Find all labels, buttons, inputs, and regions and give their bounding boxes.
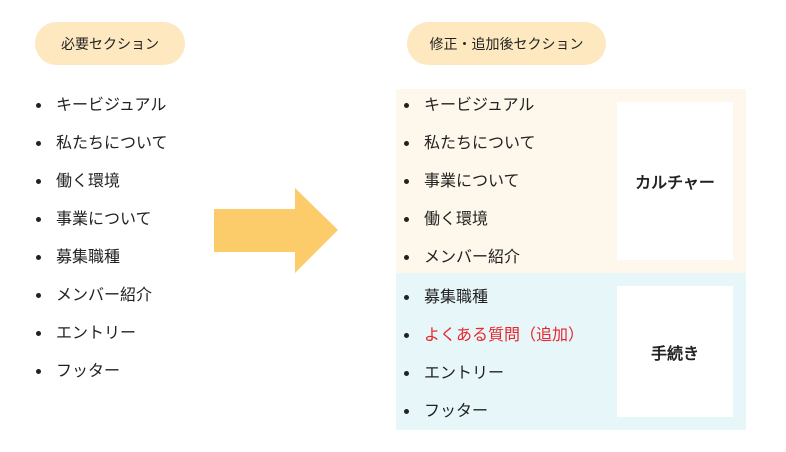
list-item: メンバー紹介 — [36, 276, 168, 314]
list-item: エントリー — [404, 354, 584, 392]
required-sections-list: キービジュアル 私たちについて 働く環境 事業について 募集職種 メンバー紹介 … — [36, 86, 168, 390]
list-item: メンバー紹介 — [404, 238, 536, 276]
list-item: 働く環境 — [36, 162, 168, 200]
procedure-label: 手続き — [617, 286, 733, 417]
procedure-group: 募集職種 よくある質問（追加） エントリー フッター 手続き — [396, 273, 746, 430]
list-item: キービジュアル — [404, 86, 536, 124]
list-item: フッター — [36, 352, 168, 390]
culture-group: キービジュアル 私たちについて 事業について 働く環境 メンバー紹介 カルチャー — [396, 89, 746, 273]
left-section-title: 必要セクション — [35, 22, 185, 65]
list-item: 私たちについて — [404, 124, 536, 162]
culture-label: カルチャー — [617, 102, 733, 260]
list-item: 働く環境 — [404, 200, 536, 238]
list-item: エントリー — [36, 314, 168, 352]
list-item: 私たちについて — [36, 124, 168, 162]
list-item: 募集職種 — [404, 278, 584, 316]
right-section-title: 修正・追加後セクション — [407, 22, 606, 65]
list-item: キービジュアル — [36, 86, 168, 124]
list-item-added: よくある質問（追加） — [404, 316, 584, 354]
right-arrow-icon — [214, 188, 338, 273]
list-item: 事業について — [36, 200, 168, 238]
list-item: 募集職種 — [36, 238, 168, 276]
list-item: 事業について — [404, 162, 536, 200]
list-item: フッター — [404, 392, 584, 430]
